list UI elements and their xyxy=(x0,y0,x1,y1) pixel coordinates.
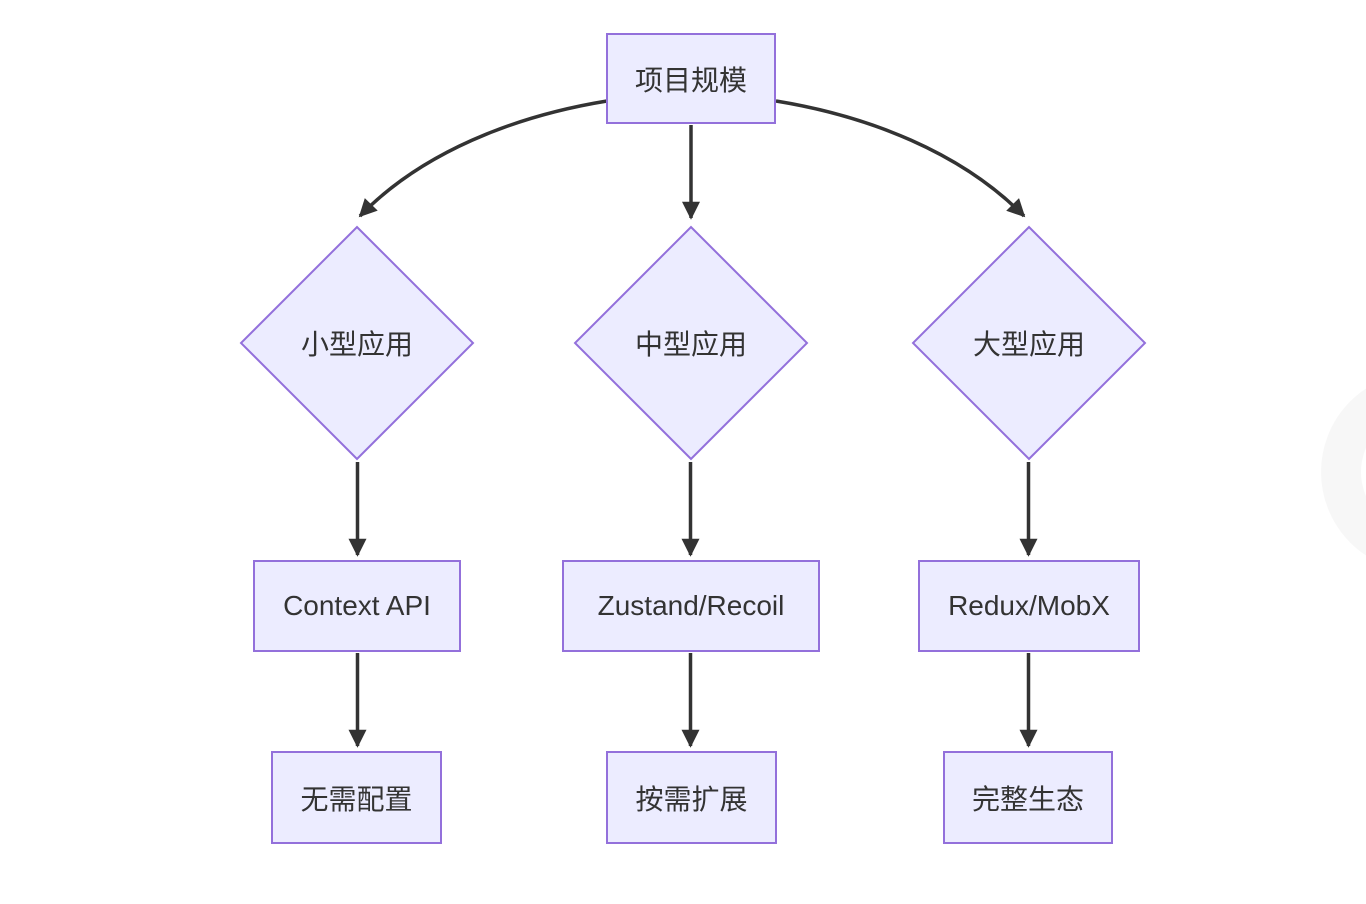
node-project-scale: 项目规模 xyxy=(606,33,776,124)
node-project-scale-label: 项目规模 xyxy=(634,64,747,96)
decision-small-app-label: 小型应用 xyxy=(300,329,413,360)
edge-root-to-small-app xyxy=(358,99,608,218)
node-redux-mobx: Redux/MobX xyxy=(918,560,1140,652)
node-zustand-recoil: Zustand/Recoil xyxy=(562,560,820,652)
node-scale-on-demand-label: 按需扩展 xyxy=(635,783,748,815)
node-context-api: Context API xyxy=(253,560,461,652)
node-scale-on-demand: 按需扩展 xyxy=(606,751,777,844)
decision-medium-app-label: 中型应用 xyxy=(634,329,747,360)
edge-root-to-large-app xyxy=(775,99,1026,218)
node-zustand-recoil-label: Zustand/Recoil xyxy=(597,590,785,621)
node-context-api-label: Context API xyxy=(283,590,431,621)
decision-large-app-label: 大型应用 xyxy=(972,329,1085,360)
node-full-ecosystem-label: 完整生态 xyxy=(971,783,1084,815)
node-no-config: 无需配置 xyxy=(271,751,442,844)
node-full-ecosystem: 完整生态 xyxy=(943,751,1113,844)
node-no-config-label: 无需配置 xyxy=(300,783,413,815)
decision-medium-app: 中型应用 xyxy=(573,225,809,461)
faint-ring-decoration xyxy=(1321,372,1366,572)
node-redux-mobx-label: Redux/MobX xyxy=(948,590,1110,621)
decision-small-app: 小型应用 xyxy=(239,225,475,461)
decision-large-app: 大型应用 xyxy=(911,225,1147,461)
